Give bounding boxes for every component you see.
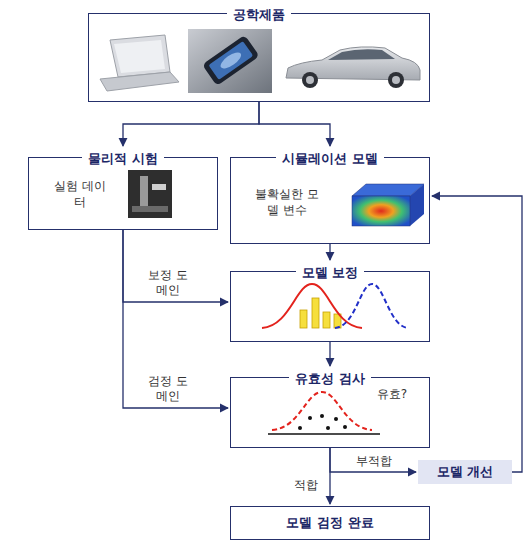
flow-arrow [259, 102, 330, 146]
heading-row: 모델 보정 [230, 262, 430, 282]
heading-row: 유효성 검사 [230, 368, 430, 388]
illustration-part [300, 310, 307, 328]
illustration-part [268, 433, 380, 435]
flow-arrow [123, 102, 259, 146]
illustration-part [188, 29, 272, 93]
illustration-part [320, 414, 324, 418]
box-heading: 물리적 시험 [82, 150, 164, 168]
illustration-part [410, 184, 424, 226]
illustration-part [308, 416, 312, 420]
flow-arrow [329, 342, 330, 366]
flow-arrow [432, 196, 522, 472]
edge-label: 검정 도메인 [146, 374, 190, 404]
illustration-part [128, 170, 172, 218]
box-heading: 공학제품 [227, 6, 291, 24]
box-text: 실험 데이터 [52, 178, 108, 210]
illustration-part [110, 35, 170, 77]
flow-arrow [329, 244, 330, 260]
process-box: 모델 개선 [418, 460, 512, 484]
illustration-part [272, 392, 372, 430]
box-heading: 유효성 검사 [289, 370, 371, 388]
car-picture [286, 47, 420, 88]
illustration-part [132, 206, 168, 212]
flow-arrow [329, 448, 330, 504]
box-frame [88, 13, 430, 102]
illustration-part [298, 426, 302, 430]
illustration-part [100, 72, 179, 91]
box-label: 모델 개선 [437, 463, 494, 481]
illustration-part [202, 35, 260, 86]
box-heading: 모델 보정 [296, 264, 365, 282]
mesh-model-picture [352, 184, 424, 226]
heading-row: 공학제품 [88, 4, 430, 24]
illustration-part [114, 40, 165, 73]
heading-row: 시뮬레이션 모델 [230, 148, 430, 168]
illustration-part [152, 184, 166, 190]
process-box: 공학제품 [88, 4, 430, 102]
illustration-part [202, 35, 260, 86]
illustration-part [335, 284, 408, 328]
illustration-part [392, 76, 400, 84]
illustration-part [334, 417, 338, 421]
illustration-part [328, 49, 395, 60]
calibration-graph [262, 284, 408, 328]
phone-picture [188, 29, 272, 93]
flow-arrow [123, 230, 228, 408]
box-label: 모델 검정 완료 [286, 514, 373, 532]
validation-graph [268, 392, 380, 434]
process-box: 모델 보정 [230, 262, 430, 342]
edge-label: 보정 도메인 [146, 268, 190, 298]
illustration-part [388, 72, 404, 88]
box-heading: 시뮬레이션 모델 [276, 150, 384, 168]
illustration-part [208, 41, 253, 80]
box-text: 유효? [370, 386, 414, 402]
flow-arrow [123, 230, 228, 302]
process-box: 시뮬레이션 모델불확실한 모델 변수 [230, 148, 430, 244]
process-box: 물리적 시험실험 데이터 [28, 148, 218, 230]
illustration-part [218, 49, 243, 71]
heading-row: 물리적 시험 [28, 148, 218, 168]
illustration-part [262, 284, 362, 328]
process-box: 유효성 검사유효? [230, 368, 430, 448]
process-box: 모델 검정 완료 [230, 506, 430, 540]
edge-label: 부적합 [352, 454, 396, 469]
illustration-part [312, 298, 319, 328]
illustration-part [326, 426, 330, 430]
edge-label: 적합 [288, 478, 324, 493]
illustration-part [323, 312, 330, 328]
test-photo [128, 170, 172, 218]
illustration-part [306, 76, 314, 84]
illustration-part [302, 72, 318, 88]
illustration-part [352, 196, 410, 226]
laptop-picture [100, 35, 179, 91]
illustration-part [343, 425, 347, 429]
box-text: 불확실한 모델 변수 [252, 186, 322, 218]
flow-arrow [330, 448, 416, 472]
